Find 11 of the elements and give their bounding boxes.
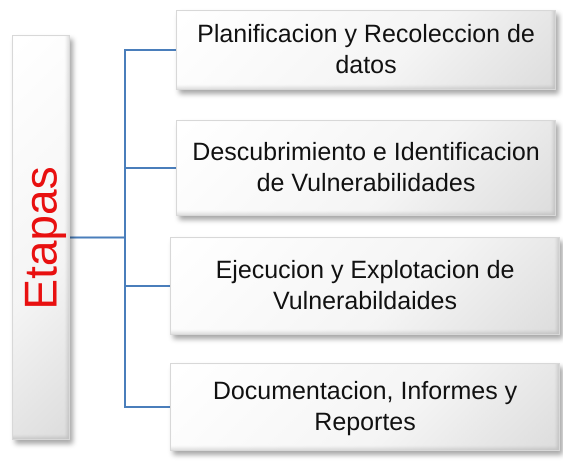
stage-label: Descubrimiento e Identificacion de Vulnerabilidades (191, 136, 541, 199)
root-label: Etapas (14, 166, 68, 310)
connector-line (70, 236, 170, 408)
stage-box (170, 237, 560, 335)
stage-box (170, 363, 560, 451)
stage-label: Planificacion y Recoleccion de datos (196, 18, 536, 81)
stage-label: Documentacion, Informes y Reportes (212, 376, 518, 438)
stage-box (176, 120, 556, 216)
stage-box (176, 10, 556, 90)
stage-label: Ejecucion y Explotacion de Vulnerabildaides (214, 254, 516, 317)
root-box (12, 35, 70, 440)
